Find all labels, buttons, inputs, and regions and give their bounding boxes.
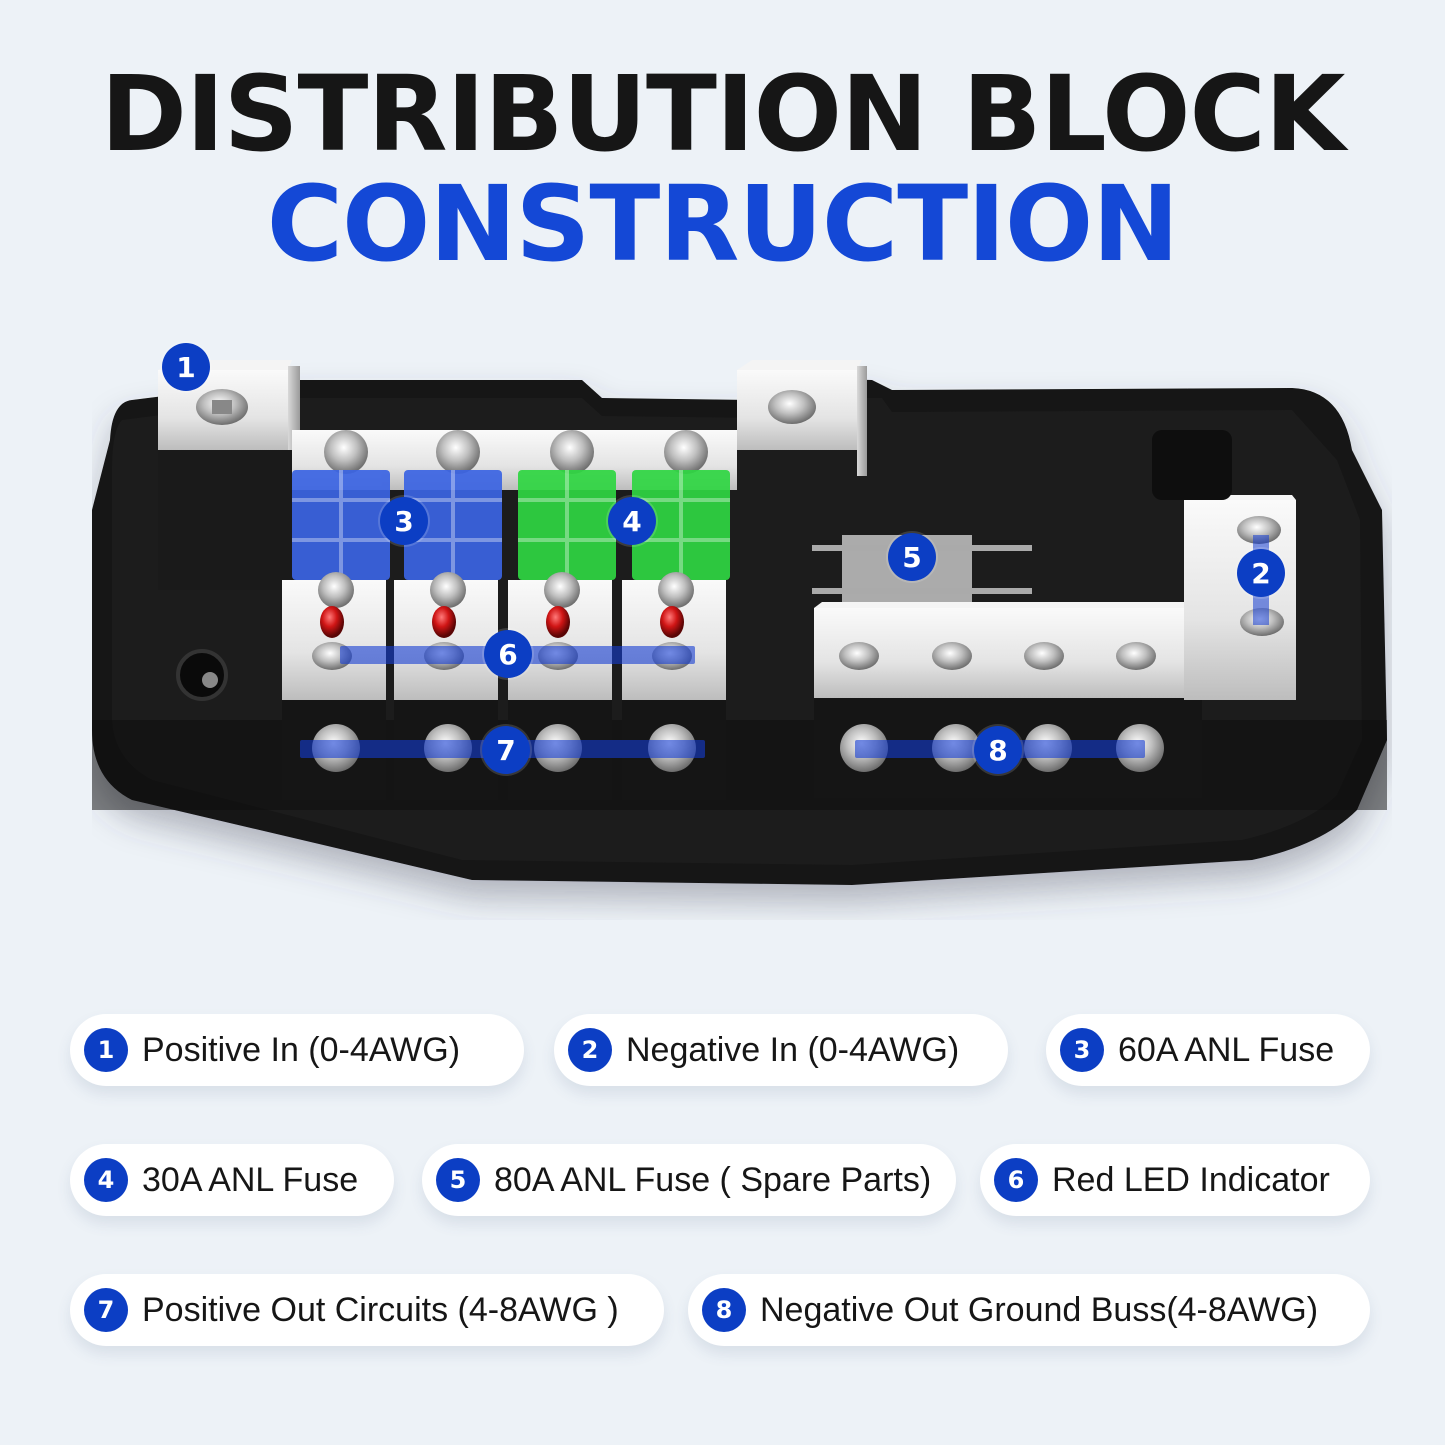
marker-1: 1 (162, 343, 210, 391)
legend-label: Negative In (0-4AWG) (626, 1030, 960, 1069)
legend-label: 30A ANL Fuse (142, 1160, 359, 1199)
distribution-block-illustration (92, 340, 1392, 920)
legend-item-red-led: 6 Red LED Indicator (980, 1144, 1370, 1216)
marker-2: 2 (1237, 549, 1285, 597)
legend-label: Positive Out Circuits (4-8AWG ) (142, 1290, 619, 1329)
marker-6: 6 (484, 630, 532, 678)
title-line-1: DISTRIBUTION BLOCK (100, 53, 1346, 175)
legend-item-positive-out: 7 Positive Out Circuits (4-8AWG ) (70, 1274, 664, 1346)
marker-7: 7 (482, 726, 530, 774)
legend-item-positive-in: 1 Positive In (0-4AWG) (70, 1014, 524, 1086)
title-line-2: CONSTRUCTION (266, 163, 1180, 285)
legend-number-badge: 6 (994, 1158, 1038, 1202)
marker-3: 3 (380, 497, 428, 545)
legend-label: 60A ANL Fuse (1118, 1030, 1335, 1069)
legend-label: Positive In (0-4AWG) (142, 1030, 461, 1069)
marker-4: 4 (608, 497, 656, 545)
legend-label: 80A ANL Fuse ( Spare Parts) (494, 1160, 932, 1199)
marker-5: 5 (888, 533, 936, 581)
legend-number-badge: 2 (568, 1028, 612, 1072)
legend-label: Red LED Indicator (1052, 1160, 1330, 1199)
legend-number-badge: 5 (436, 1158, 480, 1202)
legend-item-30a-fuse: 4 30A ANL Fuse (70, 1144, 394, 1216)
legend-number-badge: 1 (84, 1028, 128, 1072)
legend-number-badge: 3 (1060, 1028, 1104, 1072)
legend-item-negative-out: 8 Negative Out Ground Buss(4-8AWG) (688, 1274, 1370, 1346)
legend-item-negative-in: 2 Negative In (0-4AWG) (554, 1014, 1008, 1086)
legend-item-80a-spare-fuse: 5 80A ANL Fuse ( Spare Parts) (422, 1144, 956, 1216)
legend-number-badge: 8 (702, 1288, 746, 1332)
marker-8: 8 (974, 726, 1022, 774)
legend-item-60a-fuse: 3 60A ANL Fuse (1046, 1014, 1370, 1086)
legend-label: Negative Out Ground Buss(4-8AWG) (760, 1290, 1319, 1329)
legend-number-badge: 4 (84, 1158, 128, 1202)
legend-number-badge: 7 (84, 1288, 128, 1332)
